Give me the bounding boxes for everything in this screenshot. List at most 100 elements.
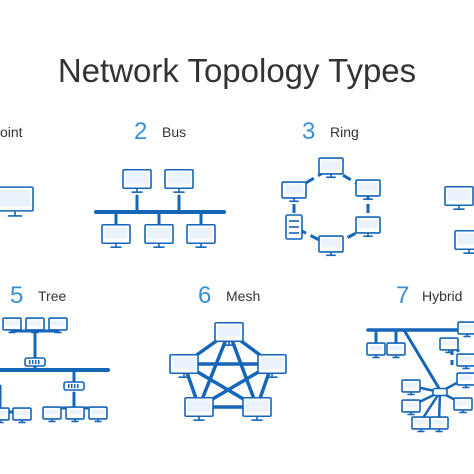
hub-icon [432,387,448,397]
monitor-screen [369,345,383,351]
monitor-screen [45,409,59,415]
monitor-screen [91,409,105,415]
monitor-screen [358,219,378,229]
diagram-star [444,185,474,254]
monitor-screen [358,182,378,192]
topology-number: 7 [396,282,410,309]
computer-icon [454,229,474,254]
computer-icon [457,321,474,338]
topology-number: 5 [10,282,24,309]
computer-icon [453,397,473,414]
hub-port [32,360,34,364]
computer-icon [25,317,45,334]
monitor-screen [321,238,341,248]
topology-name: Hybrid [422,288,463,304]
computer-icon [355,216,381,238]
topology-number: 2 [134,118,148,145]
topology-name: Mesh [226,288,261,304]
monitor-screen [457,233,474,245]
monitor-screen [28,320,42,326]
link-line [419,390,442,423]
computer-icon [456,353,474,370]
monitor-screen [104,227,128,239]
hub-port [35,360,37,364]
link-line [437,390,442,423]
diagram-mesh [169,321,287,421]
computer-icon [144,223,174,248]
monitor-screen [260,357,284,369]
hub-port [71,384,73,388]
monitor-screen [442,340,456,346]
computer-icon [257,353,287,378]
computer-icon [122,168,152,193]
computer-icon [242,396,272,421]
computer-icon [401,379,421,396]
diagram-hybrid [366,321,474,433]
monitor-screen [217,325,241,337]
computer-icon [186,223,216,248]
topology-name: Tree [38,288,67,304]
hub-port [77,384,79,388]
monitor-screen [187,400,211,412]
computer-icon [2,317,22,334]
computer-icon [12,407,32,424]
hub-port [68,384,70,388]
hub-port [38,360,40,364]
monitor-screen [459,356,473,362]
topology-number: 6 [198,282,212,309]
computer-icon [355,179,381,201]
hub-port [74,384,76,388]
diagram-point-to-point [0,186,34,217]
computer-icon [184,396,214,421]
monitor-screen [0,410,7,416]
hub-port [29,360,31,364]
computer-icon [429,416,449,433]
computer-icon [444,185,474,210]
topology-name: Bus [162,124,187,140]
computer-icon [164,168,194,193]
monitor-screen [456,400,470,406]
computer-icon [386,342,406,359]
monitor-screen [321,160,341,170]
topology-name: Ring [330,124,359,140]
monitor-screen [432,419,446,425]
computer-icon [281,181,307,203]
monitor-screen [389,345,403,351]
diagram-ring [281,157,381,257]
hub-icon [63,381,85,391]
monitor-screen [404,382,418,388]
server-icon [285,214,303,240]
hub-icon [24,357,46,367]
monitor-screen [0,189,31,207]
diagram-bus [94,168,226,248]
monitor-screen [125,172,149,184]
computer-icon [214,321,244,346]
computer-icon [0,407,10,424]
computer-icon [401,399,421,416]
monitor-screen [404,402,418,408]
computer-icon [318,235,344,257]
link-line [402,328,442,392]
computer-icon [318,157,344,179]
monitor-screen [51,320,65,326]
computer-icon [42,406,62,423]
computer-icon [48,317,68,334]
computer-icon [411,416,431,433]
topology-number: 3 [302,118,316,145]
monitor-screen [15,410,29,416]
monitor-screen [68,409,82,415]
computer-icon [456,372,474,389]
monitor-screen [447,189,471,201]
page-title: Network Topology Types [57,52,417,89]
monitor-screen [414,419,428,425]
computer-icon [439,337,459,354]
monitor-screen [167,172,191,184]
monitor-screen [459,375,473,381]
computer-icon [65,406,85,423]
monitor-screen [147,227,171,239]
computer-icon [0,186,34,217]
monitor-screen [5,320,19,326]
computer-icon [169,353,199,378]
diagram-tree [0,317,110,424]
